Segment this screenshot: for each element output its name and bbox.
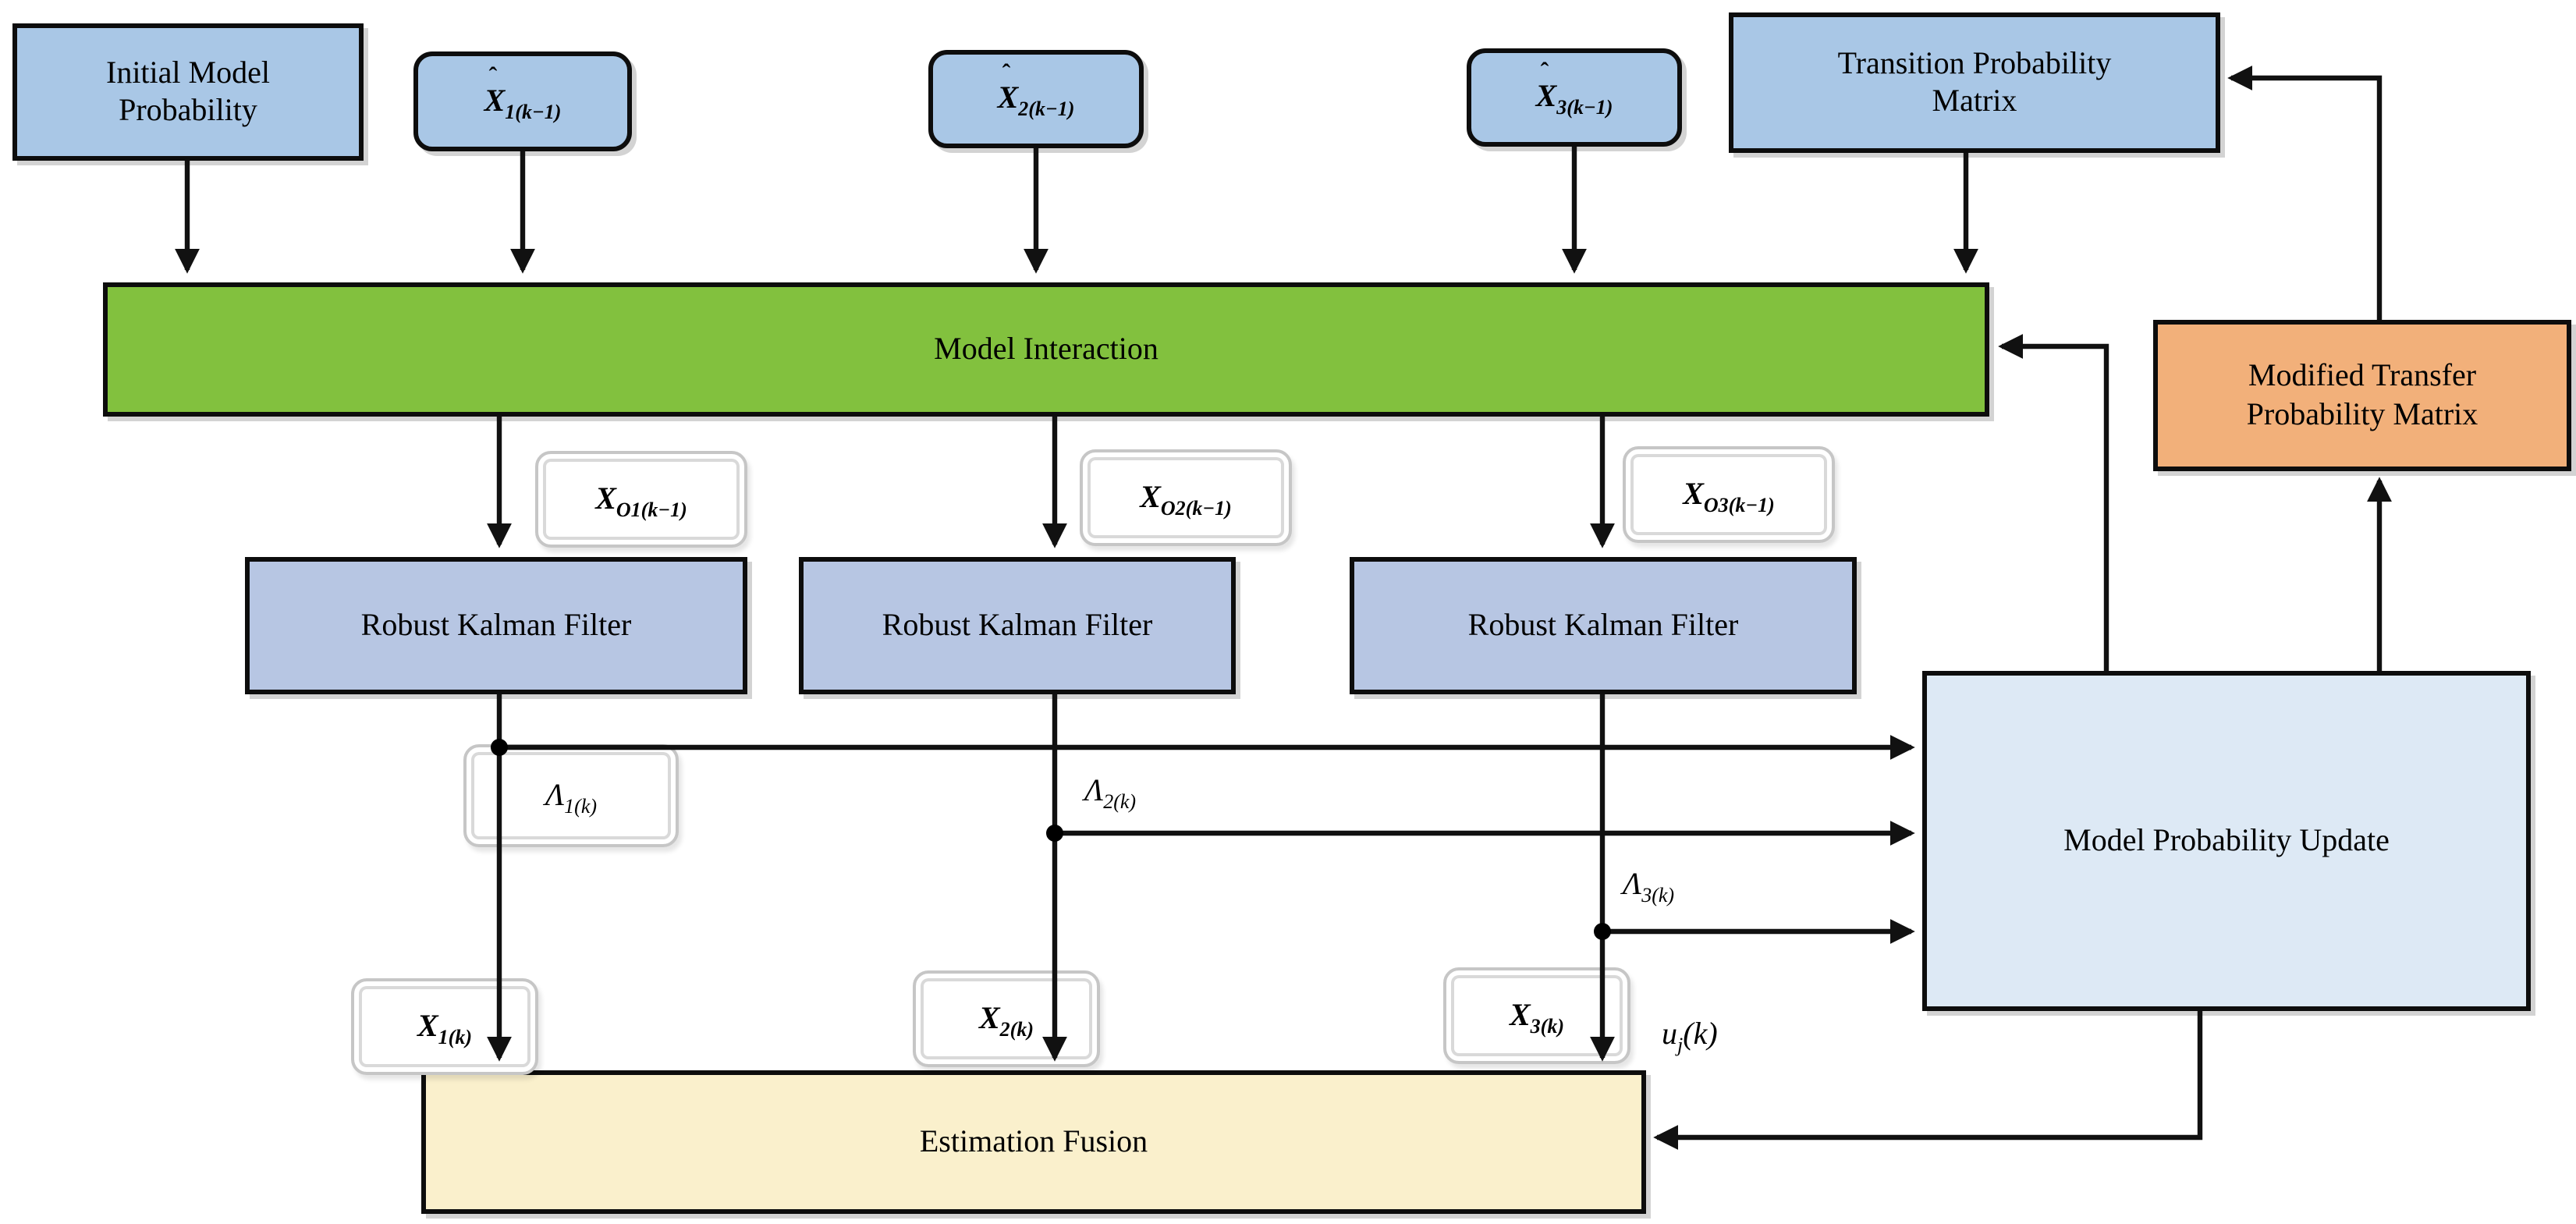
mixed-state-3-label: XO3(k−1) xyxy=(1683,477,1775,516)
junction-dot-2 xyxy=(1046,825,1063,842)
junction-dot-1 xyxy=(491,739,508,756)
initial-model-probability-line2: Probability xyxy=(119,94,257,128)
initial-model-probability-line1: Initial Model xyxy=(106,55,270,90)
transition-matrix-line2: Matrix xyxy=(1932,84,2017,119)
robust-kalman-filter-1-box: Robust Kalman Filter xyxy=(245,557,747,694)
arrow-modified-to-transition-matrix xyxy=(2227,66,2383,320)
mixed-state-3-label-box: XO3(k−1) xyxy=(1623,446,1835,543)
estimation-fusion-label: Estimation Fusion xyxy=(919,1124,1148,1159)
model-interaction-bar: Model Interaction xyxy=(103,282,1989,417)
modified-transfer-line2: Probability Matrix xyxy=(2246,397,2478,431)
hat-accent: ˆ xyxy=(1540,59,1549,87)
filtered-state-3-label-box: X3(k) xyxy=(1443,967,1630,1064)
transition-matrix-line1: Transition Probability xyxy=(1837,46,2112,81)
filtered-state-1-label: X1(k) xyxy=(417,1009,472,1048)
estimation-fusion-box: Estimation Fusion xyxy=(421,1070,1646,1214)
mixed-state-2-label: XO2(k−1) xyxy=(1140,480,1232,519)
mixed-state-1-label: XO1(k−1) xyxy=(595,481,687,520)
likelihood-1-label: Λ1(k) xyxy=(545,778,598,817)
model-probability-update-label: Model Probability Update xyxy=(2063,823,2390,858)
robust-kalman-filter-3-box: Robust Kalman Filter xyxy=(1350,557,1857,694)
model-probability-update-box: Model Probability Update xyxy=(1922,671,2531,1011)
mixed-state-1-label-box: XO1(k−1) xyxy=(535,451,747,548)
initial-model-probability-box: Initial Model Probability xyxy=(12,23,364,161)
mixed-state-2-label-box: XO2(k−1) xyxy=(1080,449,1292,546)
modified-transfer-line1: Modified Transfer xyxy=(2248,359,2477,394)
robust-kalman-filter-2-label: Robust Kalman Filter xyxy=(882,608,1153,643)
filtered-state-3-label: X3(k) xyxy=(1509,998,1564,1037)
junction-dot-3 xyxy=(1594,923,1611,940)
model-interaction-label: Model Interaction xyxy=(934,332,1158,367)
modified-transfer-probability-matrix-box: Modified Transfer Probability Matrix xyxy=(2153,320,2571,471)
arrow-update-to-interaction-feedback xyxy=(1998,334,2109,671)
robust-kalman-filter-3-label: Robust Kalman Filter xyxy=(1467,608,1739,643)
robust-kalman-filter-1-label: Robust Kalman Filter xyxy=(360,608,632,643)
robust-kalman-filter-2-box: Robust Kalman Filter xyxy=(799,557,1236,694)
arrow-update-to-fusion xyxy=(1653,1011,2203,1150)
hat-accent: ˆ xyxy=(488,63,498,90)
hat-accent: ˆ xyxy=(1002,61,1011,88)
filtered-state-2-label-box: X2(k) xyxy=(913,970,1100,1067)
transition-probability-matrix-box: Transition Probability Matrix xyxy=(1729,12,2220,153)
filtered-state-2-label: X2(k) xyxy=(978,1001,1034,1040)
